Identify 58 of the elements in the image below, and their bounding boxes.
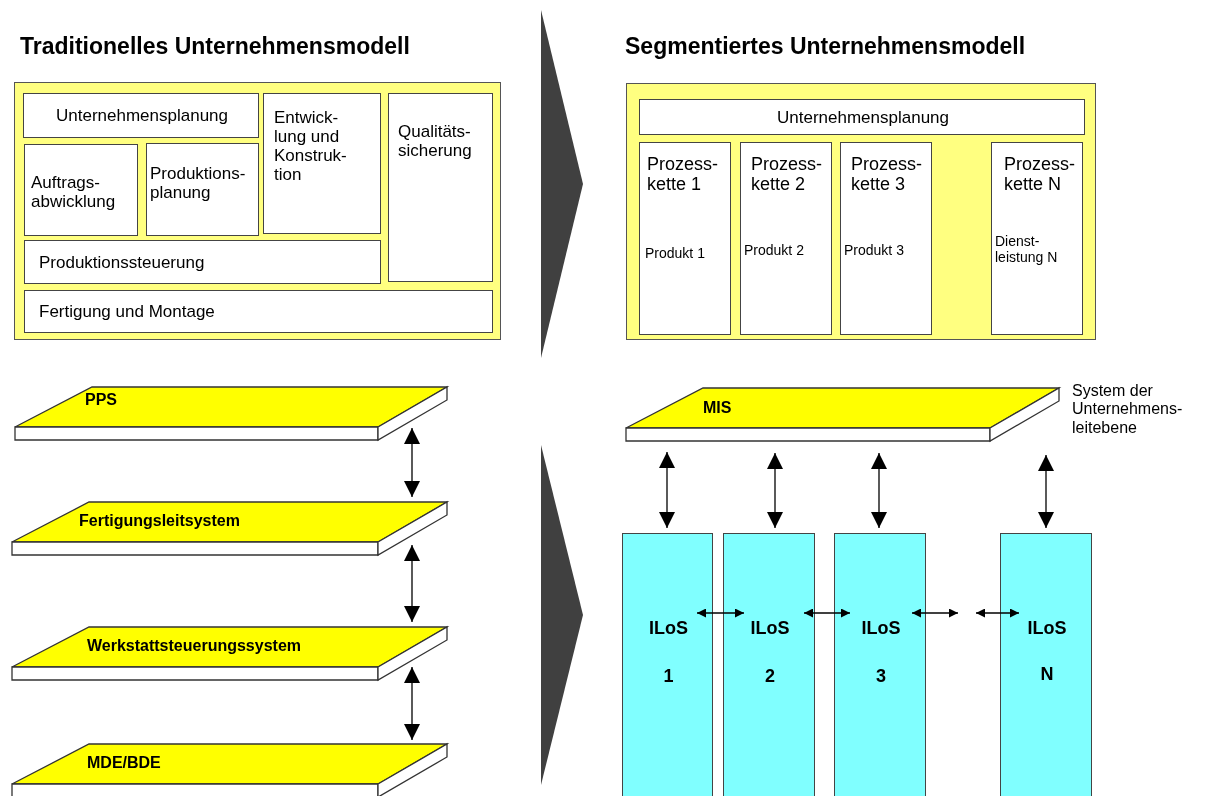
column-label: 3 xyxy=(875,666,887,687)
column-label: ILoS xyxy=(1026,618,1068,639)
function-box xyxy=(991,142,1083,335)
box-label: Prozess- kette 3 xyxy=(851,154,923,195)
function-box xyxy=(639,99,1085,135)
function-box xyxy=(146,143,259,236)
heading: Segmentiertes Unternehmensmodell xyxy=(625,33,1026,60)
function-box xyxy=(388,93,493,282)
double-arrow xyxy=(871,452,887,529)
double-arrow xyxy=(404,427,420,498)
box-label: Unternehmensplanung xyxy=(55,106,229,126)
box-label: Produktions- planung xyxy=(150,164,247,203)
panel xyxy=(626,83,1096,340)
box-label: Produkt 2 xyxy=(744,243,804,259)
box-label: Prozess- kette N xyxy=(1004,154,1076,195)
double-arrow xyxy=(767,452,783,529)
box-label: Fertigung und Montage xyxy=(39,302,215,322)
double-arrow xyxy=(911,608,959,618)
box-label: Produkt 3 xyxy=(844,243,904,259)
box-label: Prozess- kette 2 xyxy=(751,154,823,195)
function-box xyxy=(263,93,381,234)
double-arrow xyxy=(1038,454,1054,529)
column-label: ILoS xyxy=(648,618,689,639)
column-label: N xyxy=(1039,664,1055,685)
column-label: ILoS xyxy=(860,618,902,639)
column-label: 1 xyxy=(662,666,675,687)
function-box xyxy=(24,240,381,284)
box-label: Unternehmensplanung xyxy=(776,108,950,128)
double-arrow xyxy=(975,608,1020,618)
function-box xyxy=(23,93,259,138)
heading: Traditionelles Unternehmensmodell xyxy=(20,33,410,60)
double-arrow xyxy=(803,608,851,618)
panel xyxy=(14,82,501,340)
box-label: Produkt 1 xyxy=(645,246,705,262)
double-arrow xyxy=(696,608,745,618)
box-label: Dienst- leistung N xyxy=(995,234,1059,266)
double-arrow xyxy=(404,544,420,623)
box-label: Entwick- lung und Konstruk- tion xyxy=(274,108,348,185)
system-column xyxy=(723,533,815,796)
double-arrow xyxy=(404,666,420,741)
box-label: Qualitäts- sicherung xyxy=(398,122,473,161)
column-label: 2 xyxy=(764,666,776,687)
function-box xyxy=(740,142,832,335)
function-box xyxy=(24,144,138,236)
box-label: Prozess- kette 1 xyxy=(647,154,719,195)
function-box xyxy=(840,142,932,335)
function-box xyxy=(639,142,731,335)
double-arrow xyxy=(659,451,675,529)
transition-chevron xyxy=(541,10,583,358)
box-label: Produktionssteuerung xyxy=(39,253,205,273)
system-column xyxy=(622,533,713,796)
column-label: ILoS xyxy=(749,618,791,639)
system-column xyxy=(834,533,926,796)
side-note: System der Unternehmens- leitebene xyxy=(1072,382,1184,438)
box-label: Auftrags- abwicklung xyxy=(31,173,117,212)
transition-chevron xyxy=(541,445,583,785)
function-box xyxy=(24,290,493,333)
system-column xyxy=(1000,533,1092,796)
